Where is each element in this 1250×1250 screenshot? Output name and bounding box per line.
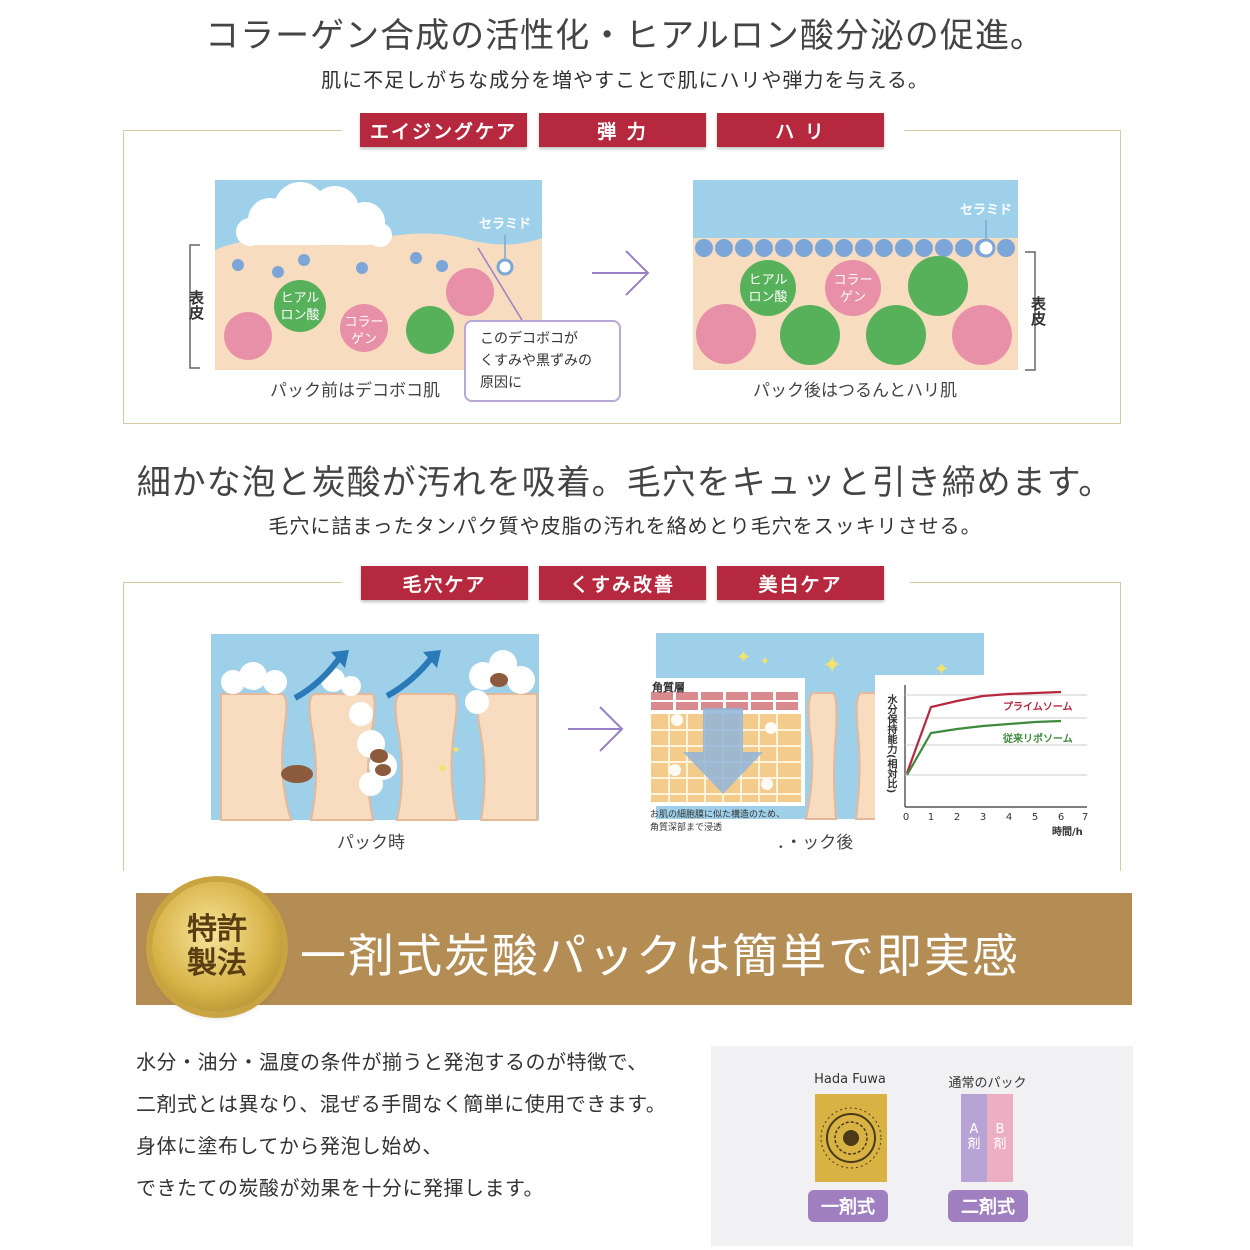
skin-before-illustration: ヒアル ロン酸 コラー ゲン セラミド (189, 180, 542, 370)
foam-cloud (236, 182, 392, 247)
agent-b-package: B 剤 (987, 1094, 1013, 1182)
after-caption: パック後はつるんとハリ肌 (753, 381, 957, 401)
hyaluronic-label-1: ヒアル (749, 273, 788, 288)
description-line: できたての炭酸が効果を十分に発揮します。 (136, 1176, 544, 1200)
before-caption: パック前はデコボコ肌 (270, 381, 440, 401)
collagen-label-1: コラー (344, 315, 383, 330)
xtick: 5 (1032, 812, 1038, 823)
normal-pack-label: 通常のパック (948, 1076, 1027, 1091)
ceramide-label: セラミド (960, 203, 1012, 218)
arrow-right-icon (592, 250, 650, 296)
bump-callout: このデコボコが くすみや黒ずみの 原因に (464, 320, 621, 402)
patent-banner (136, 893, 1132, 1005)
epidermis-label-before: 表皮 (187, 290, 205, 320)
svg-text:✦: ✦ (436, 759, 449, 778)
tag-pore-care: 毛穴ケア (361, 566, 528, 600)
two-agent-pill: 二剤式 (948, 1190, 1028, 1222)
agent-a-package: A 剤 (961, 1094, 987, 1182)
svg-text:✦: ✦ (760, 654, 770, 668)
hyaluronic-label-1: ヒアル (281, 291, 320, 306)
xtick: 6 (1058, 812, 1064, 823)
xtick: 3 (980, 812, 986, 823)
callout-line: 原因に (480, 375, 522, 391)
one-agent-pill: 一剤式 (808, 1190, 888, 1222)
ceramide-label: セラミド (479, 217, 531, 232)
medal-text: 製法 (187, 946, 247, 981)
stratum-note: お肌の細胞膜に似た構造のため、 角質深部まで浸透 (650, 809, 785, 835)
banner-title: 一剤式炭酸パックは簡単で即実感 (300, 929, 1020, 983)
product-comparison (711, 1046, 1133, 1246)
arrow-right-icon (568, 706, 624, 752)
series-prime-label: プライムソーム (1003, 702, 1073, 713)
series-conventional-line (906, 719, 1062, 776)
collagen-label-2: ゲン (840, 290, 866, 305)
description-line: 水分・油分・温度の条件が揃うと発泡するのが特徴で、 (136, 1050, 648, 1074)
collagen-ball (340, 304, 388, 352)
callout-line: くすみや黒ずみの (480, 353, 592, 369)
series-prime-line (905, 690, 1062, 774)
series-conventional-label: 従来リポソーム (1003, 734, 1073, 745)
skin-after-illustration: セラミド ヒアル ロン酸 コラー ゲン (693, 180, 1036, 371)
xtick: 1 (928, 812, 934, 823)
tag-whitening: 美白ケア (717, 566, 884, 600)
moisture-graph-svg: 0 1 2 3 4 5 6 7 (903, 685, 1088, 823)
section2-title: 細かな泡と炭酸が汚れを吸着。毛穴をキュッと引き締めます。 (136, 463, 1114, 503)
stratum-label: 角質層 (652, 681, 685, 694)
hyaluronic-label-2: ロン酸 (280, 308, 319, 323)
svg-text:✦: ✦ (451, 743, 461, 757)
patent-medal-badge: 特許 製法 (152, 882, 282, 1012)
xtick: 7 (1082, 812, 1088, 823)
tag-elasticity: 弾 力 (539, 113, 706, 147)
tag-aging-care: エイジングケア (360, 113, 527, 147)
svg-text:✦: ✦ (736, 647, 751, 668)
graph-ylabel: 水分保持能力(相対比) (885, 694, 896, 794)
xtick: 4 (1006, 812, 1012, 823)
section1-subtitle: 肌に不足しがちな成分を増やすことで肌にハリや弾力を与える。 (321, 68, 929, 92)
hada-fuwa-label: Hada Fuwa (814, 1072, 886, 1087)
svg-text:✦: ✦ (934, 659, 949, 680)
hyaluronic-label-2: ロン酸 (748, 290, 787, 305)
tag-dullness: くすみ改善 (539, 566, 706, 600)
epidermis-label-after: 表皮 (1029, 296, 1047, 326)
description-line: 身体に塗布してから発泡し始め、 (136, 1134, 443, 1158)
pore-during-illustration: ✦ ✦ (211, 634, 539, 821)
note-line: お肌の細胞膜に似た構造のため、 (650, 810, 786, 820)
collagen-label-2: ゲン (351, 332, 377, 347)
hada-fuwa-package-icon (815, 1094, 887, 1182)
after-pack-caption: ．・ック後 (776, 833, 854, 853)
xtick: 0 (903, 812, 909, 823)
svg-text:✦: ✦ (822, 651, 842, 679)
xtick: 2 (954, 812, 960, 823)
medal-text: 特許 (187, 912, 247, 947)
hyaluronic-ball (274, 280, 326, 332)
description-text: 水分・油分・温度の条件が揃うと発泡するのが特徴で、 二剤式とは異なり、混ぜる手間… (136, 1046, 666, 1214)
during-caption: パック時 (337, 833, 405, 853)
collagen-label-1: コラー (833, 273, 872, 288)
callout-line: このデコボコが (480, 331, 578, 347)
note-line: 角質深部まで浸透 (650, 823, 723, 833)
tag-firmness: ハ リ (717, 113, 884, 147)
moisture-graph (875, 675, 1097, 835)
stratum-corneum-diagram (647, 678, 805, 806)
description-line: 二剤式とは異なり、混ぜる手間なく簡単に使用できます。 (136, 1092, 667, 1116)
section2-subtitle: 毛穴に詰まったタンパク質や皮脂の汚れを絡めとり毛穴をスッキリさせる。 (268, 514, 982, 538)
graph-xlabel: 時間/h (1052, 827, 1083, 838)
section1-title: コラーゲン合成の活性化・ヒアルロン酸分泌の促進。 (205, 16, 1045, 56)
